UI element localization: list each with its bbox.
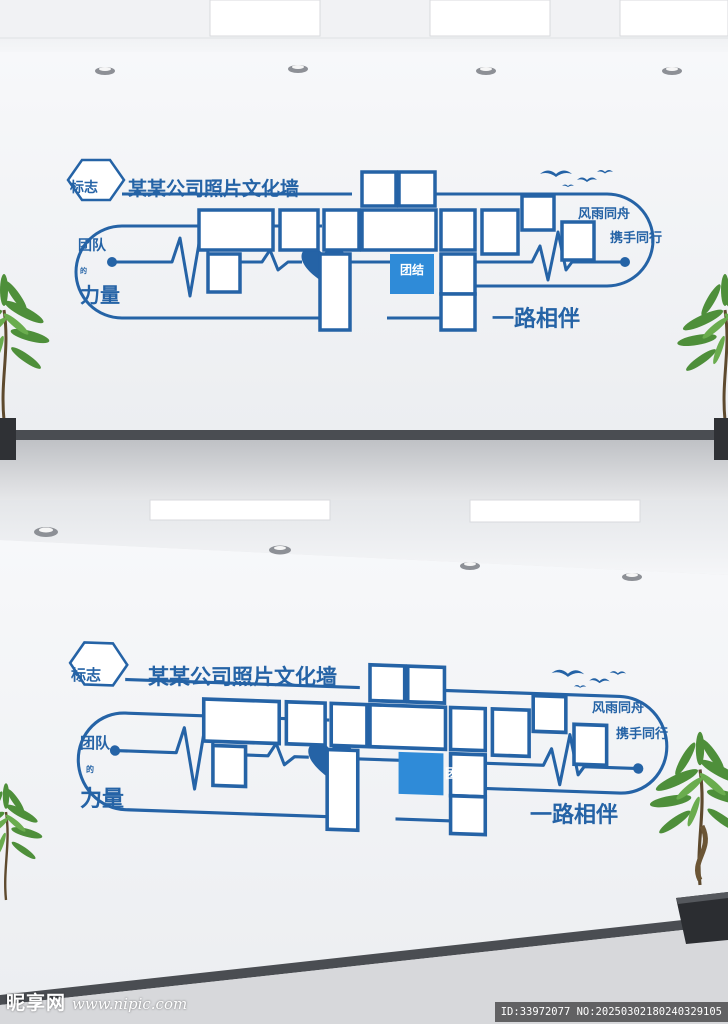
lower-scene [0,499,728,1024]
plant-lower-right [647,730,728,944]
upper-slogan-line2: 力量 [80,283,120,307]
lower-center-tag: 团结 [445,766,471,782]
plant-upper-right [674,272,728,460]
watermark-logo: 昵享网 [6,992,67,1014]
upper-slogan-line1: 团队 [78,237,107,254]
lower-slogan-line1: 团队 [80,734,111,752]
lower-slogan-line2: 力量 [80,787,124,812]
upper-photo-wall [66,158,655,332]
upper-right-line2: 携手同行 [610,230,662,246]
upper-center-tag: 团结 [400,262,424,277]
upper-slogan-small: 的 [80,266,87,275]
upper-bottom-slogan: 一路相伴 [492,306,580,332]
lower-photo-wall [68,640,669,837]
plant-upper-left [0,272,53,460]
upper-title: 某某公司照片文化墙 [128,177,299,200]
lower-title: 某某公司照片文化墙 [148,665,337,689]
watermark-site: 昵享网 www.nipic.com [6,988,187,1018]
lower-slogan-small: 的 [86,764,94,774]
upper-tag-tuanjie-box [390,254,434,294]
upper-logo-badge: 标志 [69,179,98,196]
watermark-image-id: ID:33972077 NO:20250302180240329105 [494,1002,728,1022]
ceiling-lights-lower [34,527,642,581]
lower-right-line1: 风雨同舟 [592,700,644,716]
upper-right-line1: 风雨同舟 [578,206,630,222]
ceiling-lights-upper [95,65,682,75]
upper-photo-frames [197,170,596,332]
lower-logo-badge: 标志 [70,666,101,684]
watermark-url: www.nipic.com [72,995,188,1013]
lower-photo-frames [201,662,609,837]
lower-right-line2: 携手同行 [616,726,668,742]
lower-tag-tuanjie-box [398,751,444,796]
lower-bottom-slogan: 一路相伴 [530,802,618,828]
